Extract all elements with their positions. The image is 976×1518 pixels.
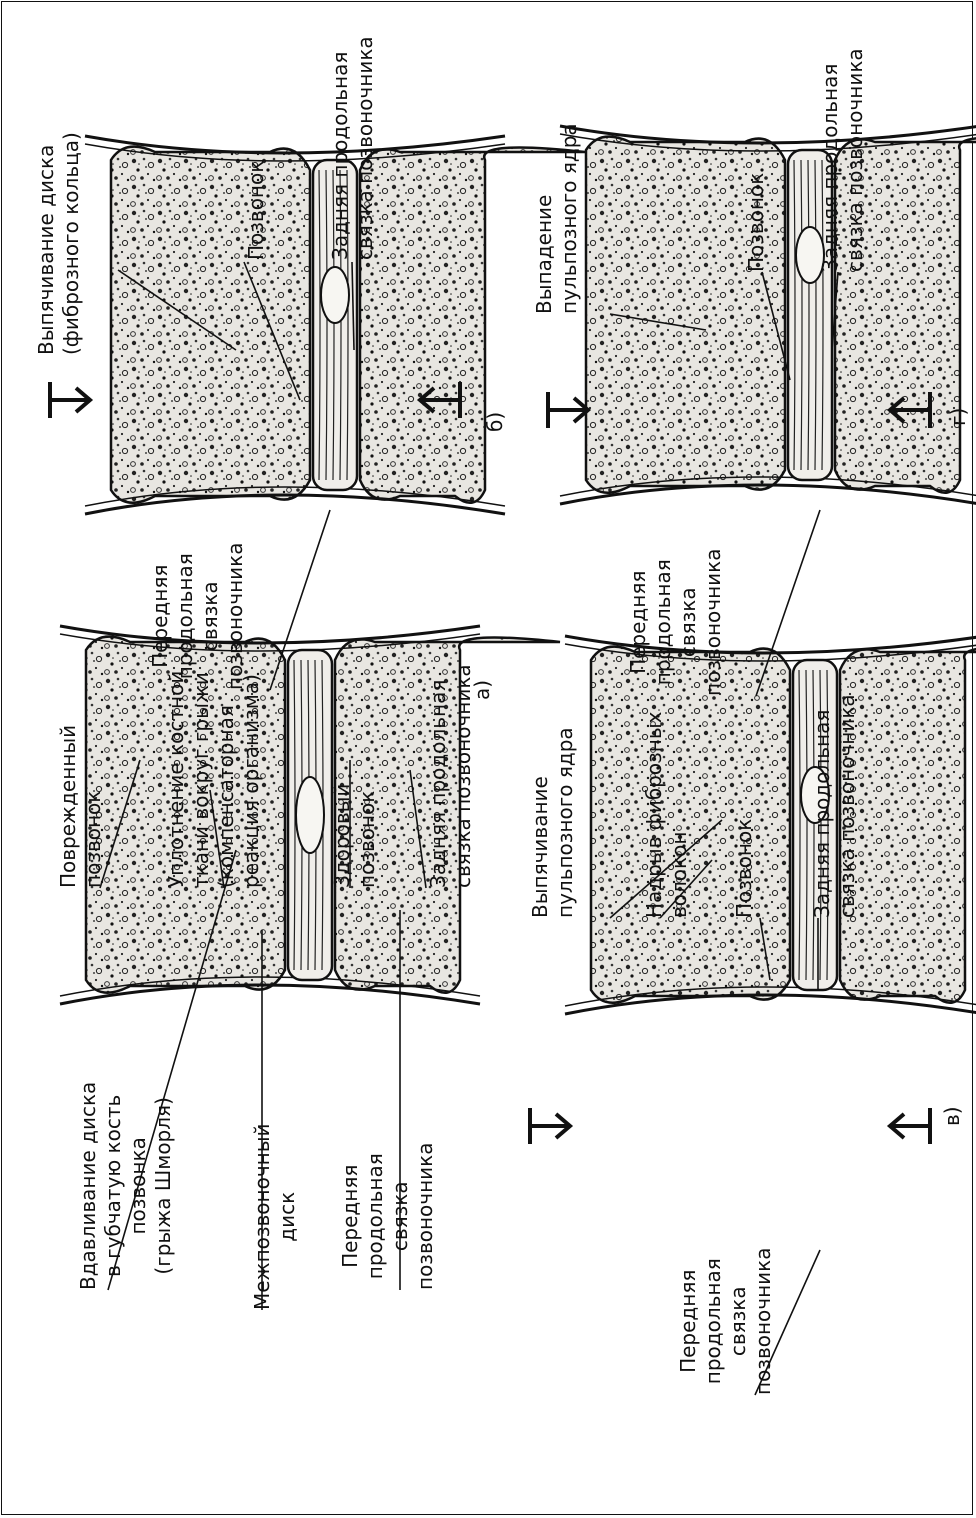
vertebra-healthy-v <box>840 648 976 1003</box>
label-line: позвонка <box>126 1082 151 1290</box>
label-line: (компенсаторная <box>214 671 239 888</box>
label-line: Вдавливание диска <box>76 1082 101 1290</box>
label-b-vertebra: Позвонок <box>244 161 269 260</box>
label-line: связка <box>726 1247 751 1395</box>
label-b-protrusion: Выпячивание диска(фиброзного кольца) <box>34 132 84 355</box>
label-line: позвоночника <box>413 1142 438 1290</box>
label-line: связка <box>198 542 223 690</box>
label-line: связка <box>388 1142 413 1290</box>
label-v-anterior-ligament: Передняяпродольнаясвязкапозвоночника <box>676 1247 776 1395</box>
label-g-vertebra: Позвонок <box>744 173 769 272</box>
label-line: продольная <box>173 542 198 690</box>
label-line: продольная <box>363 1142 388 1290</box>
label-line: ткани вокруг грыжи <box>189 671 214 888</box>
label-line: пульпозного ядра <box>553 727 578 918</box>
label-line: (фиброзного кольца) <box>59 132 84 355</box>
label-line: Передняя <box>338 1142 363 1290</box>
panel-a-letter: а) <box>470 680 495 700</box>
label-line: позвоночника <box>701 548 726 696</box>
label-line: Уплотнение костной <box>164 671 189 888</box>
panel-letter-text: г) <box>946 408 971 426</box>
label-b-anterior-ligament: Передняяпродольнаясвязкапозвоночника <box>148 542 248 690</box>
label-line: позвоночника <box>751 1247 776 1395</box>
nucleus-pulposus-b <box>321 267 349 323</box>
label-line: Выпячивание <box>528 727 553 918</box>
label-line: связка позвоночника <box>843 48 868 272</box>
label-line: позвонок <box>355 784 380 888</box>
label-line: продольная <box>701 1247 726 1395</box>
label-line: реакция организма) <box>239 671 264 888</box>
label-line: Позвонок <box>244 161 269 260</box>
label-line: Здоровый <box>330 784 355 888</box>
label-line: Выпадение <box>532 123 557 314</box>
panel-g-letter: г) <box>946 408 971 426</box>
label-line: Задняя продольная <box>426 664 451 888</box>
label-g-prolapse: Выпадениепульпозного ядра <box>532 123 582 314</box>
label-line: волокон <box>667 712 692 918</box>
label-a-schmorl: Вдавливание дискав губчатую костьпозвонк… <box>76 1082 176 1290</box>
label-line: Задняя продольная <box>818 48 843 272</box>
label-line: Позвонок <box>732 819 757 918</box>
label-v-vertebra: Позвонок <box>732 819 757 918</box>
label-line: позвоночника <box>223 542 248 690</box>
label-line: Передняя <box>626 548 651 696</box>
vertebra-damaged-b <box>111 147 310 503</box>
label-line: Поврежденный <box>56 725 81 888</box>
label-line: связка позвоночника <box>835 694 860 918</box>
panel-v-letter: в) <box>940 1106 965 1126</box>
label-line: в губчатую кость <box>101 1082 126 1290</box>
label-line: Надрыв фиброзных <box>642 712 667 918</box>
label-line: связка позвоночника <box>353 36 378 260</box>
label-line: Передняя <box>148 542 173 690</box>
label-line: Выпячивание диска <box>34 132 59 355</box>
label-line: (грыжа Шморля) <box>151 1082 176 1290</box>
panel-b-letter: б) <box>483 412 508 432</box>
panel-letter-text: б) <box>483 412 508 432</box>
nucleus-pulposus-a <box>296 777 324 853</box>
label-line: диск <box>275 1123 300 1310</box>
label-g-anterior-ligament: Передняяпродольнаясвязкапозвоночника <box>626 548 726 696</box>
label-line: Межпозвоночный <box>250 1123 275 1310</box>
label-line: позвонок <box>81 725 106 888</box>
label-line: пульпозного ядра <box>557 123 582 314</box>
label-line: Задняя продольная <box>810 694 835 918</box>
label-line: Задняя продольная <box>328 36 353 260</box>
label-v-nucleus-protrusion: Выпячиваниепульпозного ядра <box>528 727 578 918</box>
label-line: связка <box>676 548 701 696</box>
panel-letter-text: в) <box>940 1106 965 1126</box>
panel-letter-text: а) <box>470 680 495 700</box>
label-line: Передняя <box>676 1247 701 1395</box>
label-line: продольная <box>651 548 676 696</box>
label-line: Позвонок <box>744 173 769 272</box>
